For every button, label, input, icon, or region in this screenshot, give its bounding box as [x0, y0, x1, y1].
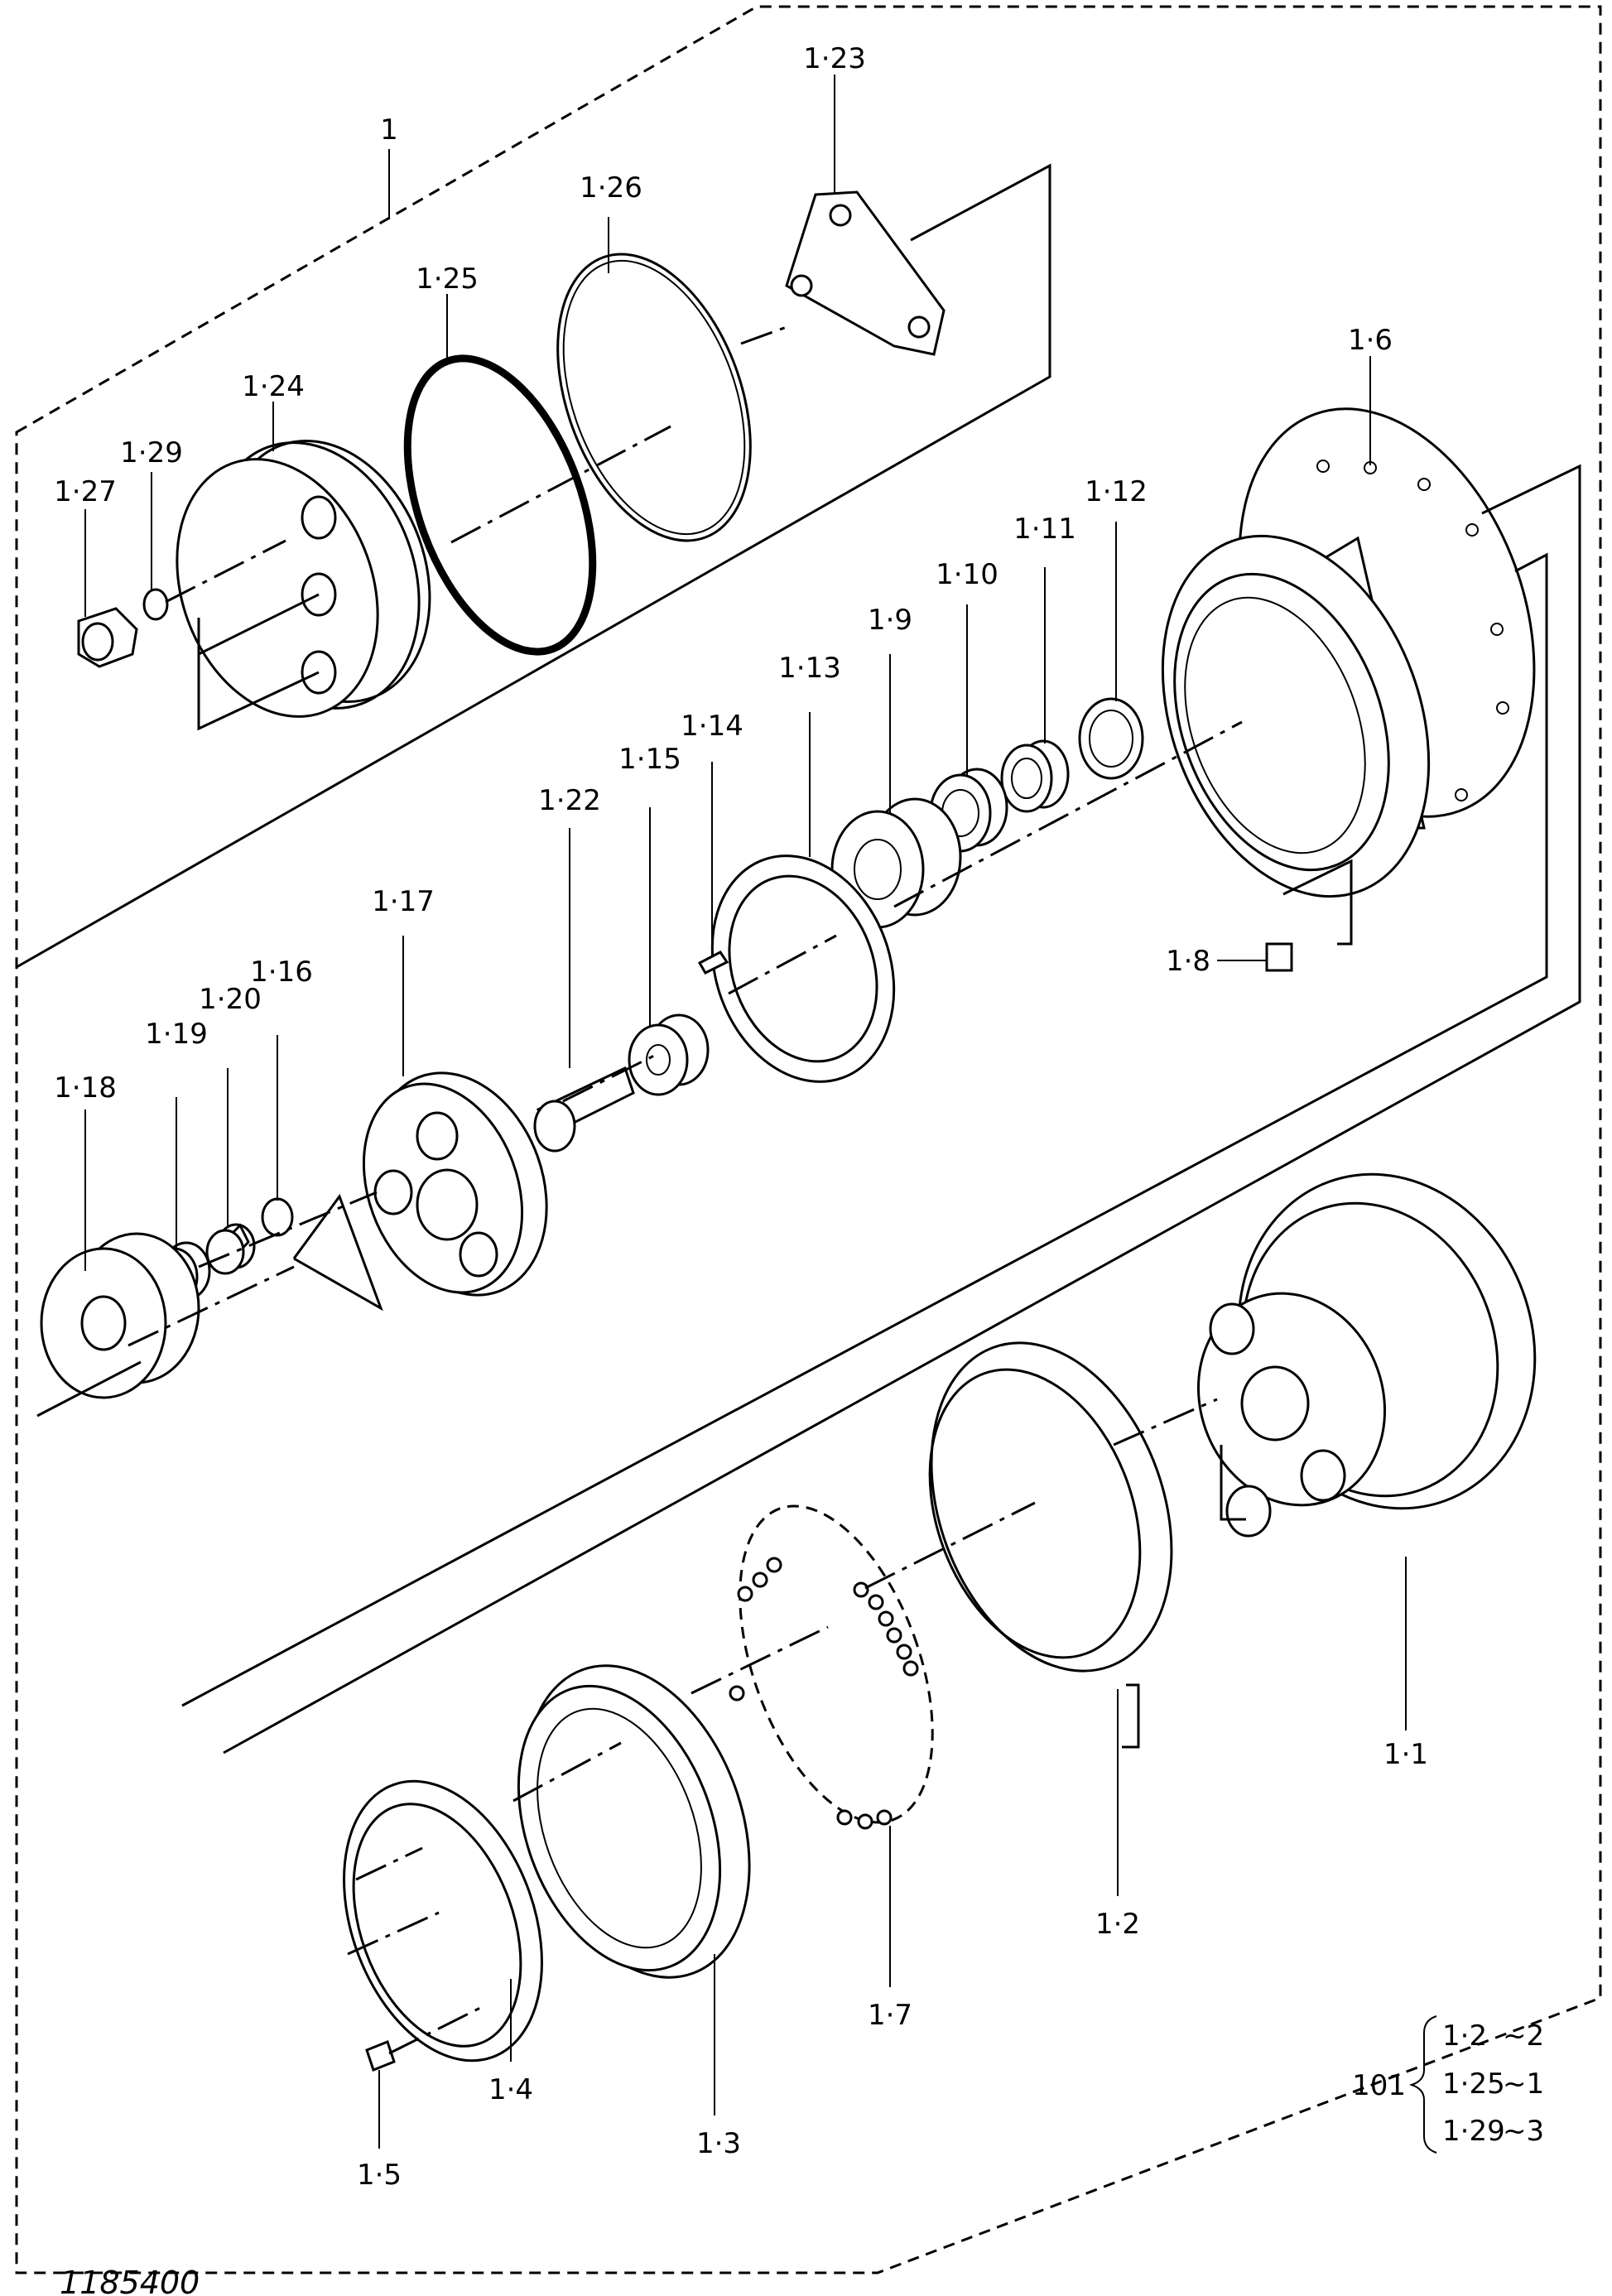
label-1-15: 1·15 [618, 743, 681, 776]
part-1-27-plug [77, 607, 138, 668]
kit-row-2-qty: ~1 [1503, 2067, 1544, 2101]
kit-row-3-part: 1·29 [1442, 2115, 1505, 2148]
part-1-24-cover [176, 440, 431, 718]
kit-row-1-part: 1·2 [1442, 2019, 1487, 2053]
label-1-19: 1·19 [145, 1018, 208, 1051]
part-1-13-thrust-plate [710, 854, 896, 1083]
label-1-7: 1·7 [868, 1999, 912, 2032]
part-1-17-carrier [292, 1071, 548, 1312]
label-1-13: 1·13 [778, 652, 841, 685]
leader-lines [84, 75, 1437, 2154]
label-1-25: 1·25 [416, 262, 479, 296]
label-1-11: 1·11 [1013, 513, 1076, 546]
part-1-15-sun-gear [628, 1013, 710, 1096]
output-group [343, 1172, 1537, 2072]
label-1-24: 1·24 [242, 370, 305, 403]
part-1-4-ring-nut [343, 1779, 543, 2063]
label-1-1: 1·1 [1383, 1738, 1428, 1771]
kit-row-2-part: 1·25 [1442, 2067, 1505, 2101]
part-1-29-o-ring [142, 588, 169, 621]
label-1-23: 1·23 [803, 42, 866, 75]
part-1-11-bushing [1000, 739, 1070, 813]
housing-group [181, 407, 1581, 1754]
label-1-18: 1·18 [54, 1071, 117, 1105]
part-1-18-planet-gear [40, 1232, 200, 1399]
label-1-4: 1·4 [488, 2073, 533, 2106]
label-1-22: 1·22 [538, 784, 601, 817]
callout-labels: 1 1·23 1·26 1·25 1·24 1·29 1·27 1·6 1·12… [54, 42, 1428, 2192]
part-1-23-plate [785, 190, 946, 356]
part-1-14-screw [697, 951, 729, 975]
label-1-3: 1·3 [696, 2127, 741, 2160]
assembly-boundary [15, 5, 1602, 2274]
label-1-26: 1·26 [580, 171, 642, 205]
part-1-7-steel-balls [729, 1504, 934, 1830]
kit-row-1-qty: ~2 [1503, 2019, 1544, 2053]
label-1-16: 1·16 [250, 955, 313, 989]
part-1-1-spindle [1196, 1172, 1537, 1538]
kit-table: 101 1·2 ~2 1·25 ~1 1·29 ~3 [1352, 2019, 1544, 2148]
label-1: 1 [380, 113, 398, 147]
part-1-26-snap-ring [556, 253, 752, 542]
part-1-8-plug [1265, 942, 1293, 972]
label-1-20: 1·20 [199, 983, 262, 1016]
part-1-22-shaft [533, 1066, 635, 1153]
label-1-27: 1·27 [54, 475, 117, 508]
label-1-8: 1·8 [1166, 945, 1210, 978]
drawing-number: 1185400 [60, 2265, 200, 2296]
carrier-group [36, 1071, 548, 1418]
part-1-5-set-screw [365, 2040, 396, 2072]
label-1-9: 1·9 [868, 604, 912, 637]
label-1-2: 1·2 [1095, 1908, 1140, 1941]
kit-row-3-qty: ~3 [1503, 2115, 1544, 2148]
label-1-6: 1·6 [1348, 324, 1393, 357]
part-1-20-collar [205, 1223, 256, 1275]
part-1-2-floating-seal-ring [928, 1341, 1173, 1673]
label-1-5: 1·5 [357, 2159, 402, 2192]
label-1-14: 1·14 [681, 710, 743, 743]
part-1-6-housing [1161, 407, 1536, 898]
label-1-17: 1·17 [372, 885, 435, 918]
label-1-12: 1·12 [1085, 475, 1148, 508]
label-1-29: 1·29 [120, 436, 183, 469]
kit-number: 101 [1352, 2069, 1406, 2102]
part-1-3-bearing [517, 1664, 751, 1979]
label-1-10: 1·10 [936, 558, 998, 591]
